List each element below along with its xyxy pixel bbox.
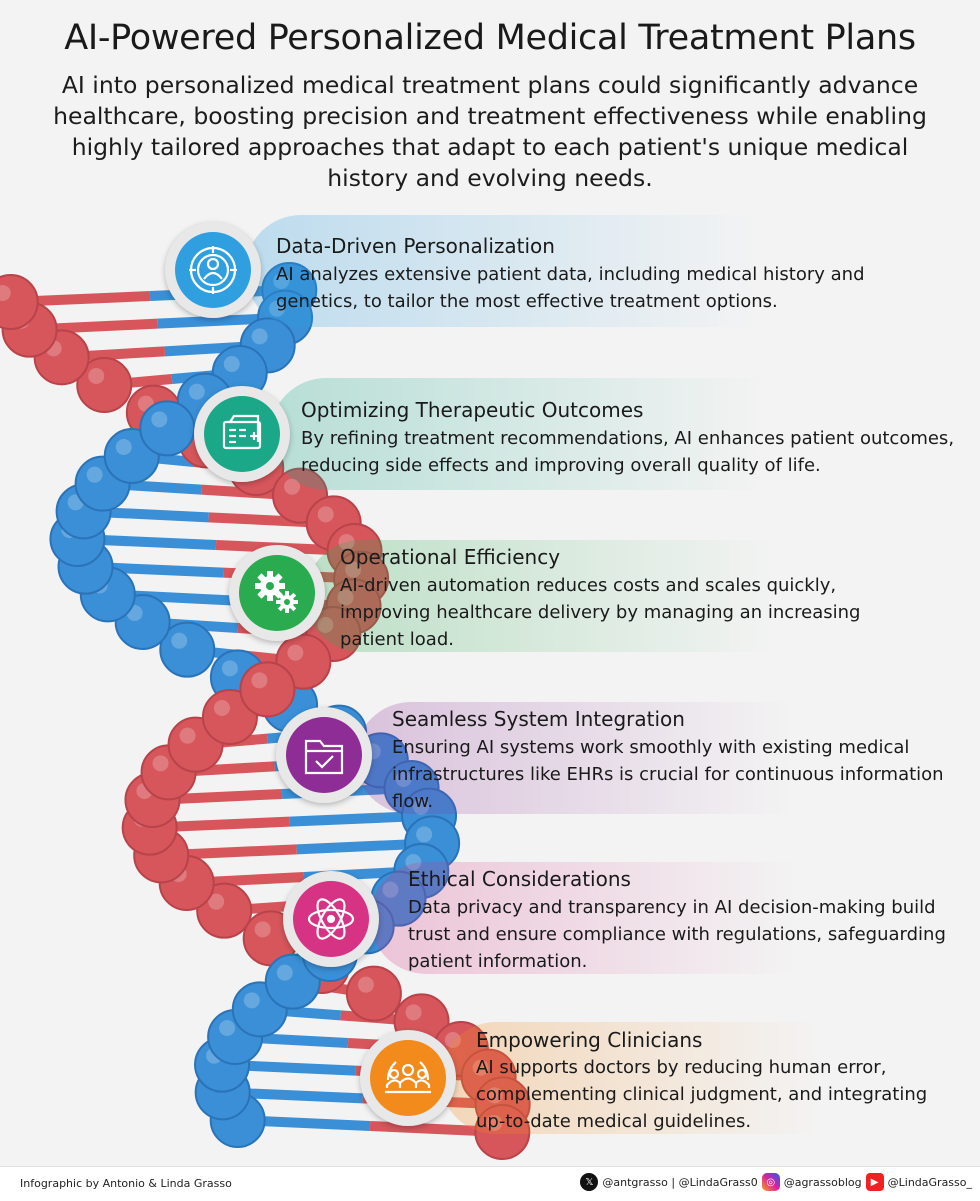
dna-bead-highlight — [188, 383, 205, 400]
youtube-icon: ▶ — [865, 1173, 884, 1191]
dna-bead — [0, 274, 39, 330]
page-subtitle: AI into personalized medical treatment p… — [53, 71, 927, 192]
dna-bead-highlight — [251, 672, 268, 689]
card-description: AI analyzes extensive patient data, incl… — [276, 264, 865, 312]
dna-bead-highlight — [444, 1032, 461, 1048]
folder-check-icon — [286, 717, 362, 793]
dna-bead-highlight — [86, 466, 103, 483]
dna-bead-highlight — [284, 478, 301, 495]
dna-bead-highlight — [276, 964, 293, 981]
dna-bead-highlight — [88, 368, 105, 384]
dna-bead-highlight — [416, 826, 433, 843]
card-description: Data privacy and transparency in AI deci… — [408, 897, 946, 972]
dna-bead — [139, 400, 196, 457]
dna-bead-highlight — [221, 660, 238, 677]
dna-bead-highlight — [317, 617, 334, 633]
card-band — [245, 215, 980, 327]
card-title: Seamless System Integration — [392, 707, 685, 731]
atom-icon — [293, 881, 369, 957]
dna-bead-highlight — [287, 644, 304, 661]
card-title: Empowering Clinicians — [476, 1028, 703, 1052]
dna-bead-highlight — [405, 854, 422, 870]
card-description: AI-driven automation reduces costs and s… — [340, 575, 861, 650]
card-band — [355, 702, 980, 814]
dna-bead-highlight — [413, 798, 430, 815]
card-band — [305, 540, 980, 652]
dna-bead-highlight — [337, 589, 354, 606]
dna-bead-highlight — [208, 893, 225, 910]
card-title: Ethical Considerations — [408, 867, 631, 891]
dna-bead-highlight — [171, 632, 188, 649]
instagram-icon: ◎ — [761, 1173, 780, 1191]
dna-bead-highlight — [486, 1087, 503, 1104]
dna-bead-highlight — [357, 976, 374, 993]
dna-bead-highlight — [243, 992, 260, 1009]
youtube-link[interactable]: @LindaGrasso_ — [887, 1175, 972, 1189]
page-title: AI-Powered Personalized Medical Treatmen… — [64, 18, 916, 58]
dna-bead-highlight — [345, 561, 362, 578]
card-title: Optimizing Therapeutic Outcomes — [301, 398, 644, 422]
person-target-icon — [175, 232, 251, 308]
dna-bead — [76, 357, 133, 413]
card-band — [370, 862, 980, 974]
dna-bead-highlight — [317, 506, 334, 523]
team-icon — [370, 1040, 446, 1116]
footer-credit: Infographic by Antonio & Linda Grasso — [20, 1177, 232, 1190]
dna-bead-highlight — [179, 727, 196, 744]
dna-bead-highlight — [395, 771, 412, 787]
footer: Infographic by Antonio & Linda Grasso 𝕏 … — [0, 1166, 980, 1201]
dna-bead — [159, 621, 216, 678]
dna-bead-highlight — [213, 700, 230, 716]
card-title: Operational Efficiency — [340, 545, 561, 569]
dna-bead-highlight — [269, 300, 286, 317]
card-description: AI supports doctors by reducing human er… — [476, 1057, 928, 1132]
card-band — [440, 1022, 980, 1134]
dna-bead-highlight — [486, 1115, 503, 1131]
x-icon: 𝕏 — [580, 1173, 599, 1191]
dna-bead — [345, 965, 402, 1022]
treatment-card-icon — [204, 396, 280, 472]
card-title: Data-Driven Personalization — [276, 234, 555, 258]
card-band — [270, 378, 980, 490]
dna-bead-highlight — [382, 881, 399, 898]
instagram-link[interactable]: @agrassoblog — [783, 1175, 862, 1189]
dna-bead — [474, 1104, 531, 1160]
x-handle-link[interactable]: @antgrasso | @LindaGrass0 — [602, 1175, 758, 1189]
dna-bead-highlight — [273, 273, 290, 289]
dna-bead-highlight — [115, 439, 132, 455]
gears-icon — [239, 555, 315, 631]
card-description: Ensuring AI systems work smoothly with e… — [392, 737, 944, 812]
dna-bead-highlight — [0, 285, 11, 301]
dna-bead-highlight — [405, 1004, 422, 1021]
dna-bead-highlight — [338, 534, 355, 550]
dna-bead-highlight — [472, 1059, 489, 1076]
dna-bead-highlight — [152, 755, 169, 772]
dna-bead-highlight — [151, 411, 168, 428]
dna-bead-highlight — [219, 1020, 236, 1036]
dna-bead-highlight — [251, 328, 268, 345]
card-description: By refining treatment recommendations, A… — [301, 428, 955, 476]
dna-bead — [239, 661, 296, 718]
dna-bead-highlight — [254, 921, 271, 938]
social-links: 𝕏 @antgrasso | @LindaGrass0 ◎ @agrassobl… — [580, 1173, 972, 1191]
dna-bead-highlight — [223, 356, 240, 372]
